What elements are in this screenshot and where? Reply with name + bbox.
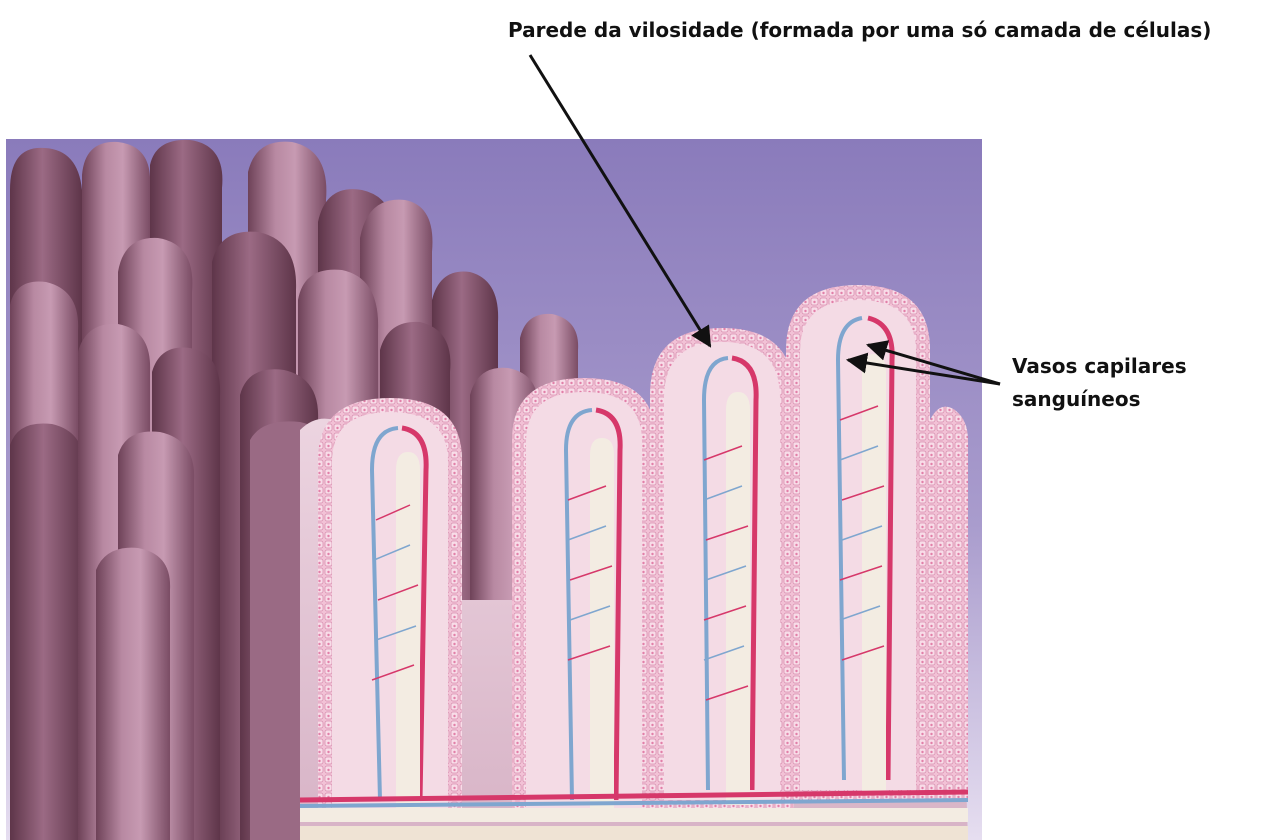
- sectioned-villus-5-edge: [930, 407, 968, 800]
- sectioned-villus-2: [512, 378, 656, 820]
- sectioned-villus-3: [650, 328, 794, 810]
- blood-capillaries-label-line2: sanguíneos: [1012, 383, 1187, 416]
- sectioned-villus-1: [318, 398, 462, 820]
- blood-capillaries-label: Vasos capilares sanguíneos: [1012, 350, 1187, 416]
- villus-wall-label: Parede da vilosidade (formada por uma só…: [508, 18, 1211, 42]
- blood-capillaries-label-line1: Vasos capilares: [1012, 350, 1187, 383]
